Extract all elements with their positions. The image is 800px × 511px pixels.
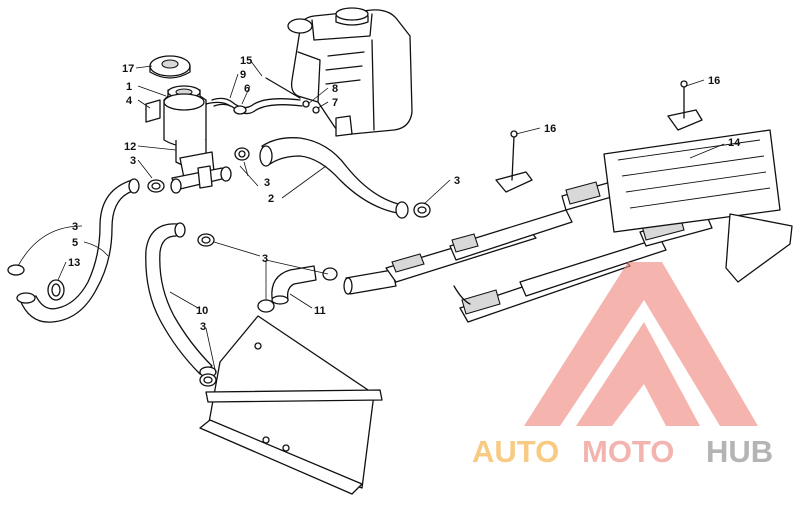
callout-12: 12 [124,141,136,153]
callout-13: 13 [68,257,80,269]
hose-5 [16,178,140,323]
callout-8: 8 [332,83,338,95]
callout-3-f: 3 [200,321,206,333]
clamp-3d [197,233,215,247]
bracket-and-tee [170,151,232,194]
clamp-3e [257,267,338,313]
clamp-3a [147,179,165,193]
callout-6: 6 [244,83,250,95]
callout-3-e: 3 [262,253,268,265]
watermark-auto: AUTO [472,434,559,469]
clamp-left [7,264,65,301]
callout-16-b: 16 [708,75,720,87]
watermark-moto: MOTO [582,434,674,469]
callout-3-c: 3 [454,175,460,187]
leader-lines [17,59,725,375]
clamp-3f [199,373,217,387]
callout-labels: 17 1 4 12 3 15 9 6 8 7 3 2 3 16 16 14 3 … [68,55,741,333]
shroud-plate [199,315,383,495]
callout-4: 4 [126,95,133,107]
overflow-hose [211,77,320,115]
callout-10: 10 [196,305,208,317]
callout-3-d: 3 [72,221,78,233]
callout-14: 14 [728,137,741,149]
filler-neck-tank [145,85,231,167]
coolant-reservoir [287,7,413,137]
hose-11 [271,265,317,305]
clamp-3c [413,202,431,218]
clamp-3b [234,147,250,161]
callout-3-a: 3 [130,155,136,167]
callout-1: 1 [126,81,132,93]
mounting-plate [603,129,793,283]
center-hose [343,269,397,295]
automotohub-watermark: AUTO MOTO HUB [472,262,773,469]
hose-2 [259,137,409,219]
callout-5: 5 [72,237,78,249]
callout-9: 9 [240,69,246,81]
callout-3-b: 3 [264,177,270,189]
radiator-cap [149,55,191,79]
callout-16-a: 16 [544,123,556,135]
mount-16a [495,130,533,193]
callout-11: 11 [314,305,326,317]
callout-15: 15 [240,55,252,67]
callout-17: 17 [122,63,134,75]
callout-7: 7 [332,97,338,109]
mount-16b [667,80,703,131]
callout-2: 2 [268,193,274,205]
watermark-hub: HUB [706,434,773,469]
